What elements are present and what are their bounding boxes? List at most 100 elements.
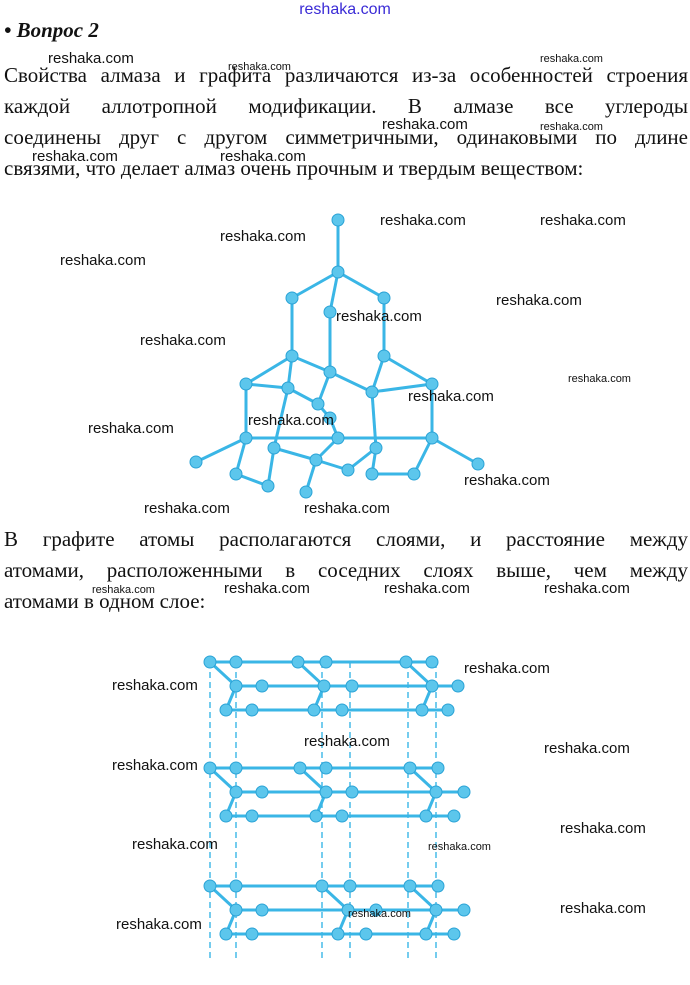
- carbon-atom: [323, 365, 337, 379]
- carbon-atom: [447, 809, 461, 823]
- carbon-atom: [335, 703, 349, 717]
- carbon-atom: [365, 385, 379, 399]
- carbon-atom: [331, 265, 345, 279]
- carbon-atom: [319, 655, 333, 669]
- watermark: reshaka.com: [380, 212, 466, 229]
- paragraph-line: атомами в одном слое:: [4, 589, 206, 613]
- carbon-atom: [319, 761, 333, 775]
- carbon-atom: [323, 305, 337, 319]
- carbon-atom: [285, 291, 299, 305]
- watermark: reshaka.com: [140, 332, 226, 349]
- carbon-atom: [261, 479, 275, 493]
- carbon-atom: [293, 761, 307, 775]
- carbon-atom: [451, 679, 465, 693]
- watermark: reshaka.com: [568, 373, 631, 385]
- carbon-atom: [229, 879, 243, 893]
- carbon-atom: [419, 927, 433, 941]
- watermark: reshaka.com: [92, 584, 155, 596]
- watermark: reshaka.com: [220, 228, 306, 245]
- carbon-atom: [359, 927, 373, 941]
- site-header-link[interactable]: reshaka.com: [299, 1, 391, 18]
- carbon-atom: [311, 397, 325, 411]
- carbon-atom: [267, 441, 281, 455]
- paragraph-diamond: Свойства алмаза и графита различаются из…: [4, 60, 688, 184]
- watermark: reshaka.com: [144, 500, 230, 517]
- carbon-atom: [457, 785, 471, 799]
- watermark: reshaka.com: [408, 388, 494, 405]
- carbon-atom: [345, 785, 359, 799]
- carbon-atom: [285, 349, 299, 363]
- watermark: reshaka.com: [540, 212, 626, 229]
- carbon-atom: [369, 903, 383, 917]
- carbon-atom: [419, 809, 433, 823]
- carbon-atom: [431, 761, 445, 775]
- carbon-atom: [425, 377, 439, 391]
- watermark: reshaka.com: [60, 252, 146, 269]
- carbon-atom: [343, 879, 357, 893]
- watermark: reshaka.com: [560, 900, 646, 917]
- carbon-atom: [219, 809, 233, 823]
- carbon-atom: [317, 679, 331, 693]
- carbon-atom: [291, 655, 305, 669]
- carbon-atom: [345, 679, 359, 693]
- carbon-atom: [255, 903, 269, 917]
- carbon-atom: [219, 927, 233, 941]
- watermark: reshaka.com: [112, 757, 198, 774]
- carbon-atom: [441, 703, 455, 717]
- bond-line: [245, 354, 293, 386]
- bond-line: [371, 382, 433, 394]
- carbon-atom: [377, 349, 391, 363]
- watermark: reshaka.com: [464, 472, 550, 489]
- paragraph-line: атомами, расположенными в соседних слоях…: [4, 558, 688, 582]
- watermark: reshaka.com: [224, 580, 310, 597]
- carbon-atom: [425, 655, 439, 669]
- watermark: reshaka.com: [220, 148, 306, 165]
- carbon-atom: [425, 431, 439, 445]
- watermark: reshaka.com: [384, 580, 470, 597]
- watermark: reshaka.com: [540, 121, 603, 133]
- carbon-atom: [245, 809, 259, 823]
- bond-line: [431, 436, 479, 466]
- watermark: reshaka.com: [348, 908, 411, 920]
- carbon-atom: [245, 927, 259, 941]
- carbon-atom: [229, 903, 243, 917]
- watermark: reshaka.com: [88, 420, 174, 437]
- question-title: • Вопрос 2: [4, 18, 99, 42]
- carbon-atom: [203, 655, 217, 669]
- paragraph-line: Свойства алмаза и графита различаются из…: [4, 63, 688, 87]
- paragraph-graphite: В графите атомы располагаются слоями, и …: [4, 524, 688, 617]
- carbon-atom: [331, 927, 345, 941]
- bond-line: [328, 271, 340, 313]
- watermark: reshaka.com: [540, 53, 603, 65]
- carbon-atom: [369, 441, 383, 455]
- carbon-atom: [407, 467, 421, 481]
- carbon-atom: [203, 761, 217, 775]
- watermark: reshaka.com: [428, 841, 491, 853]
- paragraph-line: каждой аллотропной модификации. В алмазе…: [4, 94, 688, 118]
- carbon-atom: [255, 679, 269, 693]
- carbon-atom: [403, 761, 417, 775]
- carbon-atom: [429, 785, 443, 799]
- carbon-atom: [281, 381, 295, 395]
- carbon-atom: [323, 411, 337, 425]
- bond-line: [412, 437, 434, 475]
- bond-line: [195, 436, 247, 464]
- bond-line: [273, 446, 317, 462]
- carbon-atom: [377, 291, 391, 305]
- watermark: reshaka.com: [336, 308, 422, 325]
- carbon-atom: [447, 927, 461, 941]
- carbon-atom: [457, 903, 471, 917]
- carbon-atom: [229, 467, 243, 481]
- watermark: reshaka.com: [560, 820, 646, 837]
- carbon-atom: [335, 809, 349, 823]
- watermark: reshaka.com: [382, 116, 468, 133]
- paragraph-line: В графите атомы располагаются слоями, и …: [4, 527, 688, 551]
- carbon-atom: [309, 809, 323, 823]
- watermark: reshaka.com: [112, 677, 198, 694]
- carbon-atom: [365, 467, 379, 481]
- carbon-atom: [307, 703, 321, 717]
- paragraph-line: связями, что делает алмаз очень прочным …: [4, 156, 584, 180]
- bond-line: [291, 354, 331, 374]
- bond-line: [329, 370, 373, 394]
